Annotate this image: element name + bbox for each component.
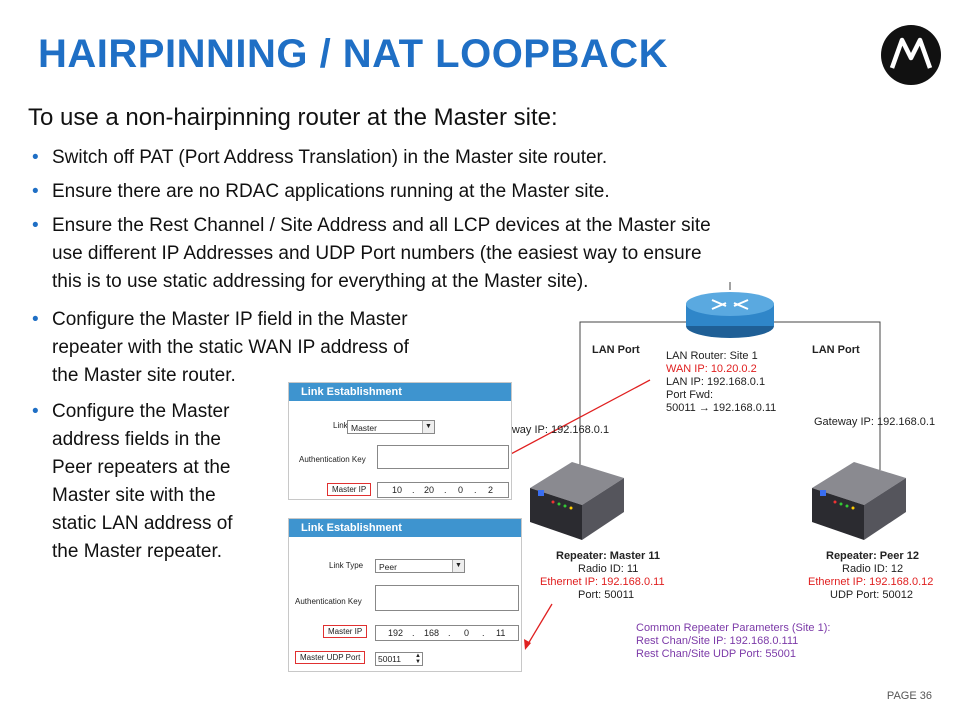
link-type-value: Peer (379, 562, 397, 572)
peer-port: UDP Port: 50012 (830, 589, 913, 601)
lan-port-right-label: LAN Port (812, 344, 860, 356)
router-port-fwd: Port Fwd: (666, 389, 714, 401)
bullet-dot: • (32, 147, 39, 168)
master-eth-ip: Ethernet IP: 192.168.0.11 (540, 576, 665, 588)
spinner-icon[interactable]: ▲▼ (415, 653, 421, 665)
bullet-text: Peer repeaters at the (52, 457, 231, 478)
router-name: LAN Router: Site 1 (666, 350, 758, 362)
page-label: PAGE (886, 690, 917, 702)
lan-port-left-label: LAN Port (592, 344, 640, 356)
ip-octet: 168 (424, 628, 440, 638)
bullet-text: Ensure there are no RDAC applications ru… (52, 181, 610, 202)
udp-port-value: 50011 (378, 654, 402, 664)
gateway-left: Gateway IP: 192.168.0.1 (488, 424, 610, 436)
slide-title: HAIRPINNING / NAT LOOPBACK (38, 32, 669, 76)
page-number-value: 36 (919, 690, 932, 702)
lan-link-right (770, 321, 881, 470)
bullet-text: Configure the Master IP field in the Mas… (52, 309, 408, 330)
common-rest-port: Rest Chan/Site UDP Port: 55001 (636, 648, 796, 660)
slide-subtitle: To use a non-hairpinning router at the M… (28, 104, 558, 131)
bullet-text: the Master repeater. (52, 541, 223, 562)
auth-key-label: Authentication Key (299, 455, 366, 464)
ip-octet: 11 (496, 628, 506, 638)
bullet-text: Master site with the (52, 485, 216, 506)
ip-octet: 20 (424, 485, 435, 495)
page-number: PAGE 36 (887, 690, 932, 702)
peer-repeater-name: Repeater: Peer 12 (826, 550, 919, 562)
master-repeater-name: Repeater: Master 11 (556, 550, 660, 562)
bullet-text: the Master site router. (52, 365, 236, 386)
repeater-icon (530, 462, 624, 540)
auth-key-input[interactable] (375, 585, 519, 611)
arrow-eth-to-peer-master-ip (527, 603, 553, 645)
bullet-text: static LAN address of (52, 513, 233, 534)
router-icon (686, 292, 774, 338)
link-establishment-panel-peer: Link Establishment Link Type Peer ▼ Auth… (288, 518, 522, 672)
bullet-dot: • (32, 181, 39, 202)
lan-link-left (579, 321, 728, 470)
motorola-logo-icon (881, 25, 941, 85)
ip-octet: 10 (392, 485, 403, 495)
link-type-select[interactable]: Master ▼ (347, 420, 435, 434)
bullet-item: • Configure the Master address fields in… (32, 398, 233, 566)
peer-radio-id: Radio ID: 12 (842, 563, 904, 575)
master-udp-port-label: Master UDP Port (295, 651, 366, 664)
bullet-text: address fields in the (52, 429, 221, 450)
bullet-dot: • (32, 309, 39, 330)
bullet-text: use different IP Addresses and UDP Port … (52, 243, 702, 264)
master-radio-id: Radio ID: 11 (578, 563, 639, 575)
dropdown-arrow-icon: ▼ (422, 421, 434, 433)
master-ip-input[interactable]: 192 . 168 . 0 . 11 (375, 625, 519, 641)
link-type-label: Link Type (329, 561, 364, 570)
bullet-item: • Ensure there are no RDAC applications … (32, 178, 610, 206)
bullet-dot: • (32, 401, 39, 422)
bullet-text: Switch off PAT (Port Address Translation… (52, 147, 608, 168)
panel-header: Link Establishment (289, 519, 521, 537)
master-port: Port: 50011 (578, 589, 635, 601)
gateway-right: Gateway IP: 192.168.0.1 (814, 416, 936, 428)
repeater-icon (812, 462, 906, 540)
master-udp-port-input[interactable]: 50011 ▲▼ (375, 652, 423, 666)
bullet-item: • Configure the Master IP field in the M… (32, 306, 409, 390)
dropdown-arrow-icon: ▼ (452, 560, 464, 572)
common-params-title: Common Repeater Parameters (Site 1): (636, 622, 831, 634)
master-ip-label: Master IP (323, 625, 368, 638)
bullet-text: this is to use static addressing for eve… (52, 271, 589, 292)
router-fwd-rule: 50011 → 192.168.0.11 (666, 402, 777, 414)
bullet-text: Ensure the Rest Channel / Site Address a… (52, 215, 711, 236)
router-lan-ip: LAN IP: 192.168.0.1 (666, 376, 766, 388)
link-establishment-panel-master: Link Establishment Link Type Master ▼ Au… (288, 382, 512, 500)
ip-octet: 192 (388, 628, 404, 638)
bullet-text: repeater with the static WAN IP address … (52, 337, 409, 358)
link-type-value: Master (351, 423, 377, 433)
panel-header: Link Establishment (289, 383, 511, 401)
auth-key-label: Authentication Key (295, 597, 362, 606)
master-ip-label: Master IP (327, 483, 372, 496)
bullet-text: Configure the Master (52, 401, 230, 422)
arrow-wan-to-master-ip (491, 379, 651, 465)
master-ip-input[interactable]: 10 . 20 . 0 . 2 (377, 482, 509, 498)
ip-octet: 2 (488, 485, 494, 495)
bullet-item: • Switch off PAT (Port Address Translati… (32, 144, 608, 172)
bullet-dot: • (32, 215, 39, 236)
auth-key-input[interactable] (377, 445, 509, 469)
common-rest-ip: Rest Chan/Site IP: 192.168.0.111 (636, 635, 799, 647)
bullet-item: • Ensure the Rest Channel / Site Address… (32, 212, 711, 296)
ip-octet: 0 (464, 628, 470, 638)
link-type-select[interactable]: Peer ▼ (375, 559, 465, 573)
peer-eth-ip: Ethernet IP: 192.168.0.12 (808, 576, 934, 588)
router-wan-ip: WAN IP: 10.20.0.2 (666, 363, 757, 375)
ip-octet: 0 (458, 485, 464, 495)
